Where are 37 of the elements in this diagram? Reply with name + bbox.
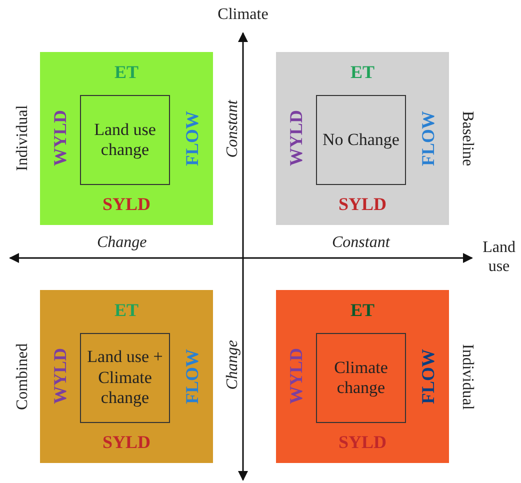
- scenario-square: [40, 52, 213, 225]
- axis-label: Change: [97, 234, 147, 252]
- et-label: ET: [114, 300, 138, 321]
- et-label: ET: [350, 62, 374, 83]
- syld-label: SYLD: [102, 432, 150, 453]
- et-label: ET: [114, 62, 138, 83]
- axis-label: Change: [224, 340, 242, 390]
- axis-title: Land use: [482, 238, 516, 276]
- flow-label: FLOW: [418, 348, 439, 404]
- wyld-label: WYLD: [50, 110, 71, 166]
- scenario-square: [276, 290, 449, 463]
- wyld-label: WYLD: [286, 348, 307, 404]
- scenario-square: [40, 290, 213, 463]
- scenario-text: Climate change: [333, 358, 389, 398]
- scenario-label: Individual: [458, 342, 476, 412]
- scenario-label: Individual: [14, 104, 32, 174]
- scenario-text: No Change: [322, 130, 400, 150]
- et-label: ET: [350, 300, 374, 321]
- flow-label: FLOW: [418, 110, 439, 166]
- wyld-label: WYLD: [286, 110, 307, 166]
- axis-label: Constant: [224, 100, 242, 158]
- axis-label: Constant: [332, 234, 390, 252]
- flow-label: FLOW: [182, 110, 203, 166]
- scenario-square: [276, 52, 449, 225]
- scenario-box: [316, 95, 406, 185]
- scenario-box: [316, 333, 406, 423]
- axis-title: Climate: [216, 6, 270, 24]
- scenario-text: Land use + Climate change: [86, 347, 164, 409]
- syld-label: SYLD: [338, 194, 386, 215]
- flow-label: FLOW: [182, 348, 203, 404]
- scenario-box: [80, 333, 170, 423]
- scenario-box: [80, 95, 170, 185]
- wyld-label: WYLD: [50, 348, 71, 404]
- scenario-label: Combined: [14, 342, 32, 412]
- scenario-label: Baseline: [458, 110, 476, 168]
- scenario-text: Land use change: [93, 120, 157, 160]
- syld-label: SYLD: [102, 194, 150, 215]
